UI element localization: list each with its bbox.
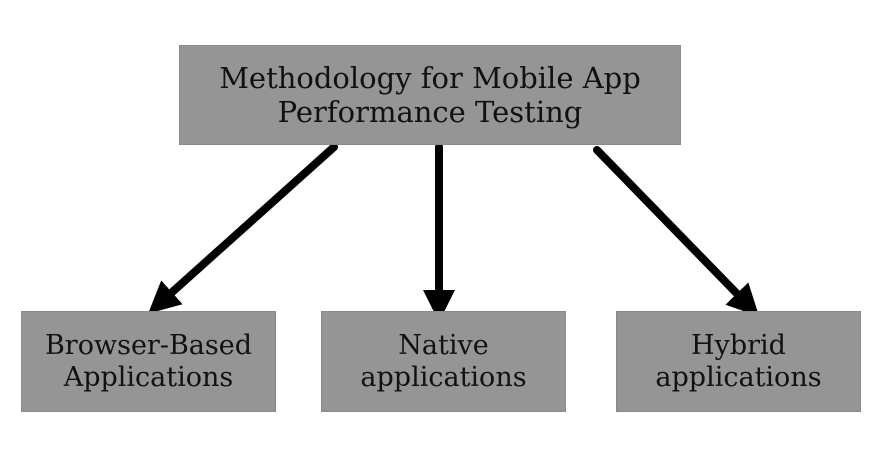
child-node-label: Native applications — [360, 330, 526, 394]
child-node-line-1: Native — [398, 329, 489, 361]
child-node-native: Native applications — [321, 311, 566, 412]
root-node-methodology: Methodology for Mobile App Performance T… — [179, 45, 681, 145]
child-node-label: Browser-Based Applications — [45, 330, 252, 394]
arrow-to-hybrid — [593, 146, 760, 317]
root-node-line-2: Performance Testing — [277, 95, 583, 129]
arrow-to-browser-based — [148, 143, 338, 314]
root-node-line-1: Methodology for Mobile App — [219, 60, 641, 95]
root-node-label: Methodology for Mobile App Performance T… — [219, 61, 641, 129]
child-node-line-1: Browser-Based — [44, 329, 253, 361]
child-node-hybrid: Hybrid applications — [616, 311, 861, 412]
child-node-browser-based: Browser-Based Applications — [21, 311, 276, 412]
child-node-line-2: Applications — [63, 361, 234, 393]
child-node-label: Hybrid applications — [655, 330, 821, 394]
child-node-line-1: Hybrid — [691, 329, 786, 361]
child-node-line-2: applications — [655, 361, 822, 393]
child-node-line-2: applications — [360, 361, 527, 393]
